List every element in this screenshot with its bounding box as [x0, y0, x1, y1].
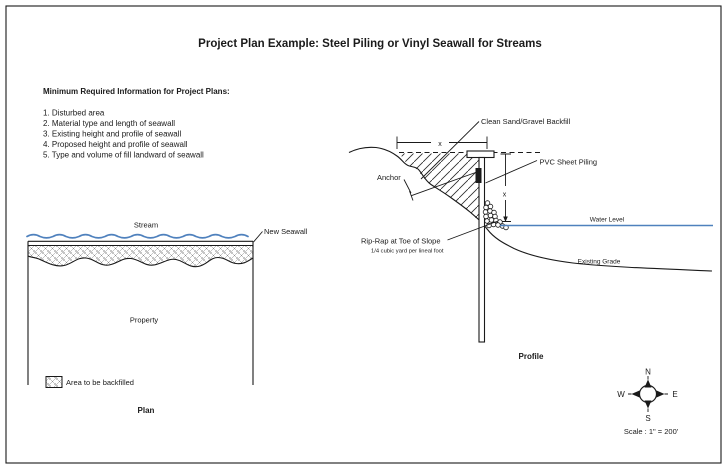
horizontal-dimension: x	[396, 136, 488, 149]
anchor-rod	[411, 171, 478, 197]
plan-caption: Plan	[138, 406, 155, 415]
info-item-4: 4. Proposed height and profile of seawal…	[43, 140, 188, 149]
compass-west-label: W	[617, 390, 625, 399]
legend-label: Area to be backfilled	[66, 378, 134, 387]
plan-view: Stream New Seawall Property Area to be b…	[26, 221, 308, 415]
new-seawall-label: New Seawall	[264, 227, 308, 236]
vertical-dimension-label: x	[503, 192, 507, 199]
anchor-leader	[403, 179, 412, 194]
page-title: Project Plan Example: Steel Piling or Vi…	[198, 38, 542, 50]
backfill-swatch-icon	[45, 376, 63, 388]
backfill-leader	[420, 121, 480, 180]
property-boundaries	[27, 241, 254, 385]
info-item-5: 5. Type and volume of fill landward of s…	[43, 151, 204, 160]
piling-leader	[485, 160, 538, 184]
required-info-list: Minimum Required Information for Project…	[43, 87, 230, 160]
new-seawall-leader	[253, 231, 263, 243]
property-label: Property	[130, 316, 159, 325]
info-item-3: 3. Existing height and profile of seawal…	[43, 130, 182, 139]
backfill-legend: Area to be backfilled	[45, 376, 134, 388]
piling-label: PVC Sheet Piling	[540, 158, 598, 167]
anchor-deadman-tick	[409, 190, 414, 201]
sheet-border	[5, 5, 722, 464]
riprap-leader	[447, 220, 499, 241]
info-heading: Minimum Required Information for Project…	[43, 87, 230, 96]
compass-east-label: E	[672, 390, 677, 399]
compass-north-label: N	[645, 368, 651, 377]
backfill-area	[28, 245, 253, 267]
stream-label: Stream	[134, 221, 158, 230]
stream-water-line	[26, 233, 249, 239]
compass-south-label: S	[645, 414, 650, 423]
profile-caption: Profile	[519, 352, 544, 361]
profile-backfill-area	[401, 153, 479, 221]
horizontal-dimension-label: x	[438, 141, 442, 148]
anchor-label: Anchor	[377, 173, 401, 182]
existing-grade-label: Existing Grade	[578, 259, 621, 266]
new-seawall-line	[28, 240, 253, 247]
existing-grade-line	[348, 146, 713, 272]
sheet-piling	[478, 156, 486, 343]
riprap-label: Rip-Rap at Toe of Slope	[361, 237, 441, 246]
vertical-dimension: x	[500, 153, 511, 222]
anchor-plate	[475, 168, 482, 183]
info-item-2: 2. Material type and length of seawall	[43, 119, 175, 128]
riprap-sublabel: 1/4 cubic yard per lineal foot	[371, 249, 444, 255]
backfill-label: Clean Sand/Gravel Backfill	[481, 117, 571, 126]
dimension-arrow-icon	[503, 216, 508, 222]
profile-view: x x Anchor Clean Sand/Gravel Backfill PV…	[348, 117, 713, 361]
info-item-1: 1. Disturbed area	[43, 109, 105, 118]
compass-rose-icon: N S E W	[617, 368, 677, 424]
piling-cap	[466, 150, 495, 159]
water-level-label: Water Level	[590, 217, 625, 224]
backfill-bottom-edge	[27, 255, 254, 268]
scale-note: Scale : 1" = 200'	[624, 427, 679, 436]
